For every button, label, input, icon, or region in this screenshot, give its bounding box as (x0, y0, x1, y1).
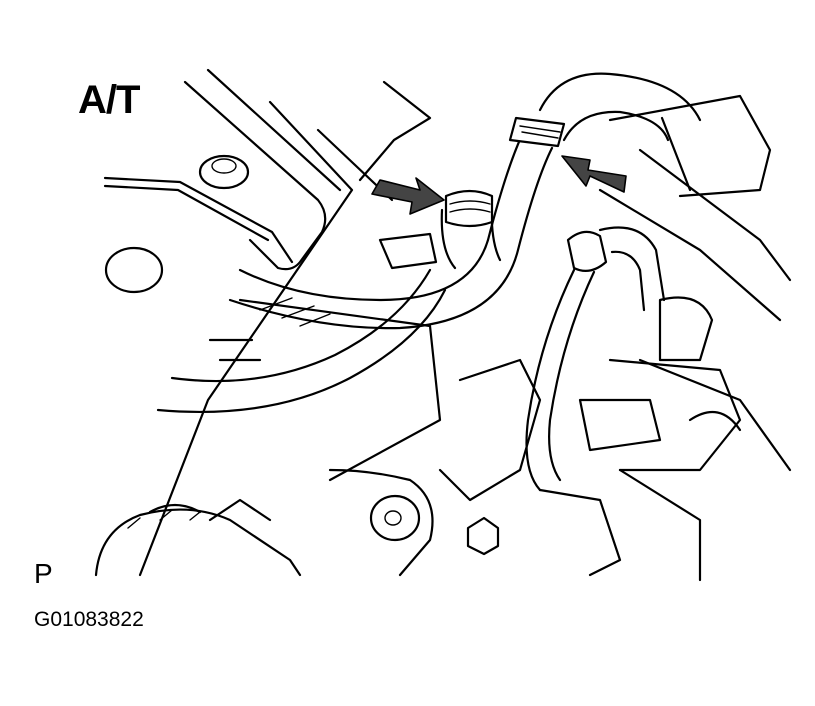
left-arrow-icon (371, 177, 445, 215)
lower-frame (156, 268, 447, 482)
frame-hole-lower (104, 246, 164, 294)
main-hose (228, 72, 702, 330)
bolt-boss (369, 494, 421, 542)
connector-tube (378, 189, 502, 270)
bottom-cap (94, 498, 302, 577)
right-arrow-icon (561, 155, 627, 193)
frame-hole-upper (198, 154, 250, 190)
variant-label: A/T (78, 78, 140, 122)
lower-fittings (578, 296, 792, 582)
lower-area (328, 358, 622, 577)
frame-member (103, 68, 432, 577)
hex-bolt (466, 516, 500, 556)
thin-hose-clamp (566, 230, 608, 273)
hose-clamp (508, 116, 566, 148)
view-label: P (34, 558, 53, 589)
right-bracket (598, 94, 792, 322)
thin-hose (525, 226, 666, 492)
frame-holes (104, 154, 250, 294)
figure-id: G01083822 (34, 608, 144, 631)
